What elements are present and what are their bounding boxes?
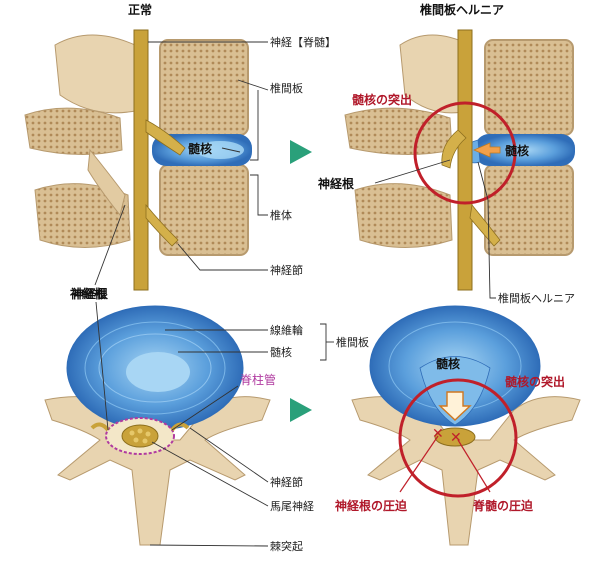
label-disc-bottom: 椎間板 [336, 335, 369, 349]
spine-axial-normal [44, 305, 271, 546]
label-nucleus-right-bottom: 髄核 [436, 356, 460, 371]
label-nerve: 神経【脊髄】 [270, 35, 336, 49]
label-cord-compression: 脊髄の圧迫 [472, 498, 534, 513]
label-nerve-root-top: 神経根 [70, 286, 106, 301]
label-protrusion-bottom: 髄核の突出 [505, 374, 565, 389]
heading-normal: 正常 [128, 2, 152, 17]
label-nerve-ganglion-bottom: 神経節 [270, 475, 303, 489]
arrow-right-top-icon [290, 140, 312, 164]
heading-herniation: 椎間板ヘルニア [419, 2, 504, 17]
label-nerve-ganglion: 神経節 [270, 263, 303, 277]
cross-mark-root-icon: ✕ [432, 426, 444, 442]
herniation-highlight-circle-top [413, 101, 517, 205]
label-vertebral-body: 椎体 [270, 208, 292, 222]
label-protrusion-top: 髄核の突出 [352, 92, 412, 107]
label-nucleus-bottom: 髄核 [270, 345, 292, 359]
label-nerve-root-bottom: 神経根 [72, 286, 108, 301]
label-spinous-process: 棘突起 [270, 539, 303, 553]
label-nerve-root-right-top: 神経根 [318, 176, 354, 191]
label-disc: 椎間板 [270, 81, 303, 95]
herniation-highlight-circle-bottom [398, 378, 518, 498]
spine-lateral-herniation [344, 29, 575, 291]
label-disc-herniation: 椎間板ヘルニア [498, 291, 575, 305]
label-spinal-canal: 脊柱管 [240, 372, 276, 387]
spine-lateral-normal [24, 29, 252, 291]
label-nucleus: 髄核 [188, 141, 212, 156]
cross-mark-cord-icon: ✕ [450, 430, 462, 446]
label-nucleus-right-top: 髄核 [505, 143, 529, 158]
label-root-compression: 神経根の圧迫 [335, 498, 408, 513]
label-cauda-equina: 馬尾神経 [270, 499, 314, 513]
label-annulus: 線維輪 [270, 323, 303, 337]
arrow-right-bottom-icon [290, 398, 312, 422]
